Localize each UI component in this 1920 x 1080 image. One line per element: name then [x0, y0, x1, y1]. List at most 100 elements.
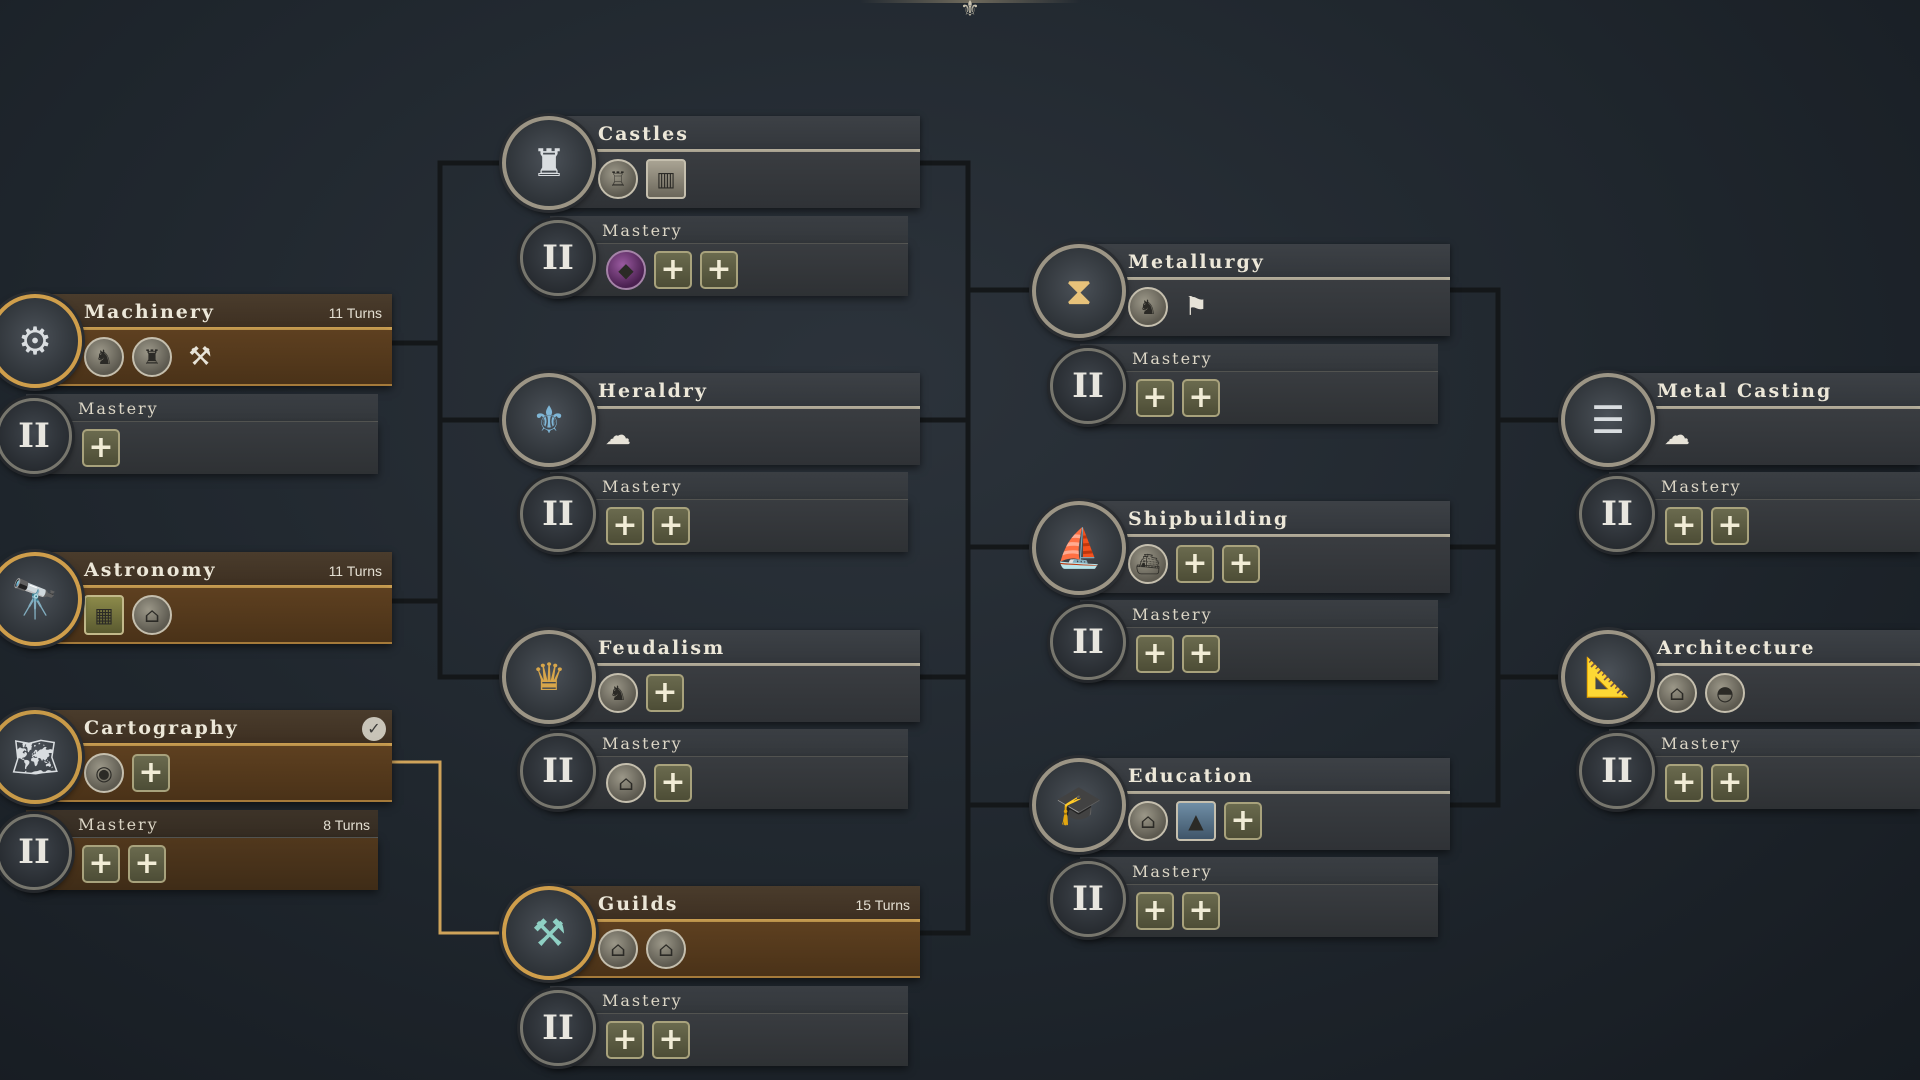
globe-icon[interactable]: ◉ — [84, 753, 124, 793]
mastery-label: Mastery — [1132, 349, 1213, 368]
plus-icon[interactable]: + — [700, 251, 738, 289]
map-scroll-icon: 🗺 — [0, 710, 82, 804]
plus-icon[interactable]: + — [132, 754, 170, 792]
map-icon[interactable]: ▦ — [84, 595, 124, 635]
plus-icon[interactable]: + — [1711, 764, 1749, 802]
plus-icon[interactable]: + — [654, 764, 692, 802]
tech-card-castles[interactable]: Castles ♜ ♖ ▥ — [502, 116, 920, 210]
mastery-header: Mastery — [1080, 857, 1438, 885]
mastery-card-metallurgy[interactable]: Mastery II + + — [1050, 344, 1438, 424]
tech-header: Castles — [540, 116, 920, 152]
mastery-card-metal-casting[interactable]: Mastery II + + — [1579, 472, 1920, 552]
plus-icon[interactable]: + — [1136, 892, 1174, 930]
hull-icon: ⛵ — [1032, 501, 1126, 595]
building-icon[interactable]: ⌂ — [598, 929, 638, 969]
mastery-card-cartography[interactable]: Mastery 8 Turns II + + — [0, 810, 378, 890]
horn-icon[interactable]: ☁ — [1664, 421, 1690, 451]
tech-name: Machinery — [84, 301, 215, 323]
unit-icon[interactable]: ♞ — [1128, 287, 1168, 327]
fleur-de-lis-icon: ⚜ — [502, 373, 596, 467]
tech-card-architecture[interactable]: Architecture 📐 ⌂ ◓ — [1561, 630, 1920, 724]
mastery-body — [26, 838, 378, 890]
mastery-card-education[interactable]: Mastery II + + — [1050, 857, 1438, 937]
plus-icon[interactable]: + — [606, 1021, 644, 1059]
catapult-icon[interactable]: ⚒ — [188, 342, 212, 372]
dome-icon[interactable]: ◓ — [1705, 673, 1745, 713]
tech-card-guilds[interactable]: Guilds 15 Turns ⚒ ⌂ ⌂ — [502, 886, 920, 980]
plus-icon[interactable]: + — [652, 507, 690, 545]
unit-icon[interactable]: ♜ — [132, 337, 172, 377]
tech-card-metal-casting[interactable]: Metal Casting ☰ ☁ — [1561, 373, 1920, 467]
plus-icon[interactable]: + — [646, 674, 684, 712]
mastery-card-feudalism[interactable]: Mastery II ⌂ + — [520, 729, 908, 809]
tech-body — [540, 922, 920, 978]
tech-name: Feudalism — [598, 637, 726, 659]
plus-icon[interactable]: + — [1711, 507, 1749, 545]
unlocks: ♖ ▥ — [598, 159, 686, 199]
cannon-icon[interactable]: ⚑ — [1184, 292, 1208, 322]
mastery-card-machinery[interactable]: Mastery II + — [0, 394, 378, 474]
mastery-header: Mastery — [1080, 600, 1438, 628]
plus-icon[interactable]: + — [1224, 802, 1262, 840]
tech-header: Guilds 15 Turns — [540, 886, 920, 922]
mastery-unlocks: + + — [1136, 891, 1220, 931]
building-icon[interactable]: ⌂ — [606, 763, 646, 803]
tech-card-education[interactable]: Education 🎓 ⌂ ▲ + — [1032, 758, 1450, 852]
horn-icon[interactable]: ☁ — [605, 421, 631, 451]
building-icon[interactable]: ⌂ — [1657, 673, 1697, 713]
plus-icon[interactable]: + — [1665, 507, 1703, 545]
tech-turns: 11 Turns — [328, 563, 382, 579]
top-ornament-icon: ⚜ — [960, 0, 980, 22]
mastery-card-heraldry[interactable]: Mastery II + + — [520, 472, 908, 552]
plus-icon[interactable]: + — [1182, 379, 1220, 417]
connector-machinery — [392, 160, 510, 423]
ship-icon[interactable]: ⛴ — [1128, 544, 1168, 584]
building-icon[interactable]: ⌂ — [646, 929, 686, 969]
tech-card-machinery[interactable]: Machinery 11 Turns ⚙ ♞ ♜ ⚒ — [0, 294, 392, 388]
tech-header: Education — [1070, 758, 1450, 794]
tech-card-heraldry[interactable]: Heraldry ⚜ ☁ — [502, 373, 920, 467]
plus-icon[interactable]: + — [1136, 635, 1174, 673]
ingots-icon: ☰ — [1561, 373, 1655, 467]
tech-card-astronomy[interactable]: Astronomy 11 Turns 🔭 ▦ ⌂ — [0, 552, 392, 646]
tech-card-feudalism[interactable]: Feudalism ♛ ♞ + — [502, 630, 920, 724]
building-icon[interactable]: ⌂ — [1128, 801, 1168, 841]
mastery-card-castles[interactable]: Mastery II ◆ + + — [520, 216, 908, 296]
building-icon[interactable]: ⌂ — [132, 595, 172, 635]
tech-card-shipbuilding[interactable]: Shipbuilding ⛵ ⛴ + + — [1032, 501, 1450, 595]
wall-icon[interactable]: ▥ — [646, 159, 686, 199]
mastery-body — [550, 757, 908, 809]
gem-icon[interactable]: ◆ — [606, 250, 646, 290]
tower-icon[interactable]: ▲ — [1176, 801, 1216, 841]
tech-card-cartography[interactable]: Cartography ✓ 🗺 ◉ + — [0, 710, 392, 804]
plus-icon[interactable]: + — [1182, 635, 1220, 673]
tech-body — [540, 152, 920, 208]
tech-card-metallurgy[interactable]: Metallurgy ⧗ ♞ ⚑ — [1032, 244, 1450, 338]
plus-icon[interactable]: + — [82, 429, 120, 467]
plus-icon[interactable]: + — [1176, 545, 1214, 583]
tech-turns: 11 Turns — [328, 305, 382, 321]
plus-icon[interactable]: + — [1665, 764, 1703, 802]
mastery-label: Mastery — [602, 477, 683, 496]
plus-icon[interactable]: + — [1222, 545, 1260, 583]
plus-icon[interactable]: + — [654, 251, 692, 289]
plus-icon[interactable]: + — [652, 1021, 690, 1059]
unit-icon[interactable]: ♞ — [84, 337, 124, 377]
plus-icon[interactable]: + — [1182, 892, 1220, 930]
unit-icon[interactable]: ♞ — [598, 673, 638, 713]
plus-icon[interactable]: + — [1136, 379, 1174, 417]
mastery-header: Mastery — [1609, 472, 1920, 500]
mastery-card-guilds[interactable]: Mastery II + + — [520, 986, 908, 1066]
plus-icon[interactable]: + — [128, 845, 166, 883]
tech-body — [540, 666, 920, 722]
mastery-numeral: II — [1050, 348, 1126, 424]
mastery-card-shipbuilding[interactable]: Mastery II + + — [1050, 600, 1438, 680]
mastery-label: Mastery — [602, 221, 683, 240]
plus-icon[interactable]: + — [82, 845, 120, 883]
plus-icon[interactable]: + — [606, 507, 644, 545]
tower-icon[interactable]: ♖ — [598, 159, 638, 199]
mastery-card-architecture[interactable]: Mastery II + + — [1579, 729, 1920, 809]
tech-name: Cartography — [84, 717, 239, 739]
unlocks: ◉ + — [84, 753, 170, 793]
tech-name: Heraldry — [598, 380, 708, 402]
